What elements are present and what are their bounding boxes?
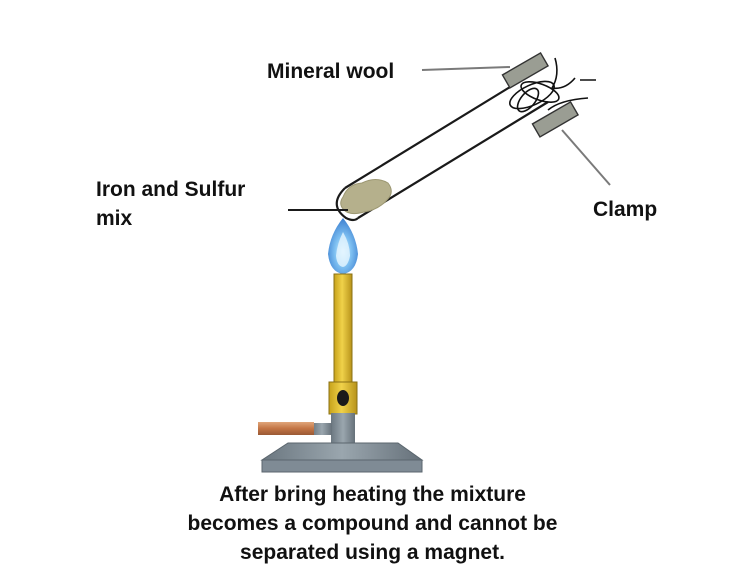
iron-sulfur-mixture bbox=[340, 179, 392, 215]
bunsen-burner bbox=[258, 273, 424, 473]
caption: After bring heating the mixture becomes … bbox=[120, 480, 625, 567]
burner-foot bbox=[261, 459, 423, 473]
mineral-wool-plug bbox=[509, 57, 596, 113]
leader-lines bbox=[421, 66, 611, 186]
gas-hose bbox=[258, 422, 314, 435]
caption-line1: After bring heating the mixture bbox=[219, 483, 526, 506]
label-clamp: Clamp bbox=[593, 198, 658, 221]
burner-base bbox=[260, 442, 424, 461]
caption-line2: becomes a compound and cannot be bbox=[187, 512, 558, 535]
burner-neck bbox=[331, 413, 355, 443]
label-iron-sulfur-line2: mix bbox=[96, 207, 133, 230]
label-iron-sulfur: Iron and Sulfur mix bbox=[96, 175, 245, 233]
burner-barrel bbox=[333, 273, 353, 385]
gas-inlet bbox=[312, 423, 332, 435]
burner-flame bbox=[328, 218, 358, 274]
clamp-jaws bbox=[501, 51, 580, 138]
air-hole bbox=[337, 390, 349, 406]
label-mineral-wool: Mineral wool bbox=[267, 60, 395, 83]
test-tube bbox=[335, 75, 549, 222]
caption-line3: separated using a magnet. bbox=[240, 541, 505, 564]
label-iron-sulfur-line1: Iron and Sulfur bbox=[96, 178, 246, 201]
